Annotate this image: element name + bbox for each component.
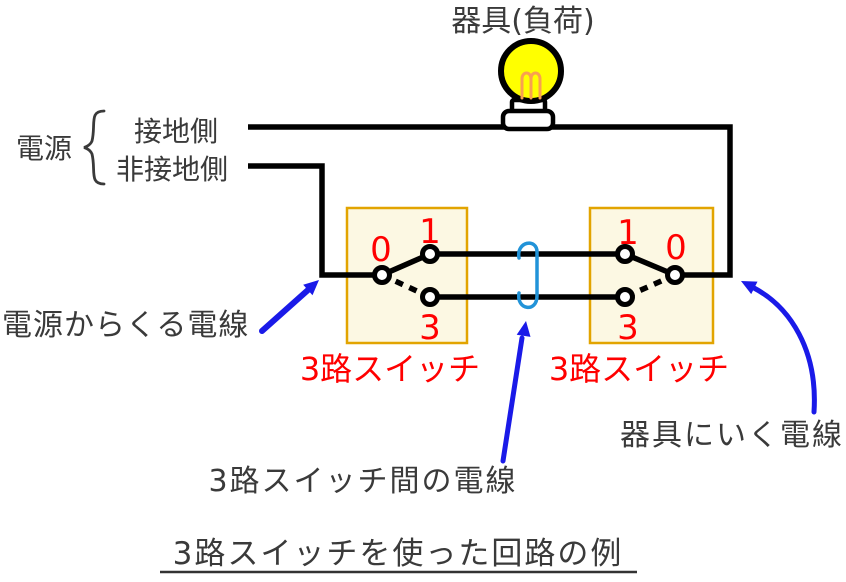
between-switches-arrowhead-icon [516,321,531,337]
from-power-label: 電源からくる電線 [2,308,249,343]
switch-right-terminal-3-label: 3 [617,308,639,348]
fixture-title: 器具(負荷) [451,4,594,39]
switch-right-terminal-3 [615,287,635,307]
bulb-filament-icon [520,71,542,100]
to-fixture-arrow [751,285,817,415]
switch-left-terminal-0 [372,265,392,285]
annotation-from-power: 電源からくる電線 [2,280,319,343]
grounded-side-label: 接地側 [134,115,218,148]
to-fixture-label: 器具にいく電線 [620,418,844,453]
switch-right-terminal-1-label: 1 [617,213,639,253]
between-switches-arrow [500,335,525,464]
switch-right-label: 3路スイッチ [549,350,729,388]
switch-left-terminal-1-label: 1 [419,212,441,252]
caption-text: 3路スイッチを使った回路の例 [173,536,624,572]
circuit-wires [248,124,733,300]
switch-right-terminal-0 [665,265,685,285]
bulb-socket [500,108,556,132]
switch-left-terminal-3 [420,287,440,307]
brace-icon [83,109,106,186]
switch-left-label: 3路スイッチ [300,350,480,388]
light-bulb [498,38,564,132]
switch-left-terminal-1 [420,244,440,264]
cable-bundle-icon [517,241,539,309]
from-power-arrow [259,287,311,334]
to-fixture-arrowhead-icon [741,281,758,295]
wire-grounded-to-fixture [248,124,733,278]
from-power-arrowhead-icon [303,280,319,296]
caption-group: 3路スイッチを使った回路の例 [160,536,637,574]
switch-left-terminal-3-label: 3 [419,308,441,348]
switch-right-terminal-1 [615,244,635,264]
wire-ungrounded-to-switch [248,163,382,278]
annotation-between-switches: 3路スイッチ間の電線 [208,321,531,499]
power-source: 電源 接地側 非接地側 [16,109,228,186]
switch-right: 1 0 3 3路スイッチ [549,213,729,388]
switch-left-terminal-0-label: 0 [370,230,392,270]
bulb-glass [498,38,564,104]
annotation-to-fixture: 器具にいく電線 [620,281,844,453]
switch-right-terminal-0-label: 0 [665,228,687,268]
ungrounded-side-label: 非接地側 [116,153,228,186]
power-label: 電源 [16,132,72,165]
between-switches-label: 3路スイッチ間の電線 [208,464,517,499]
switch-left: 0 1 3 3路スイッチ [300,212,480,388]
